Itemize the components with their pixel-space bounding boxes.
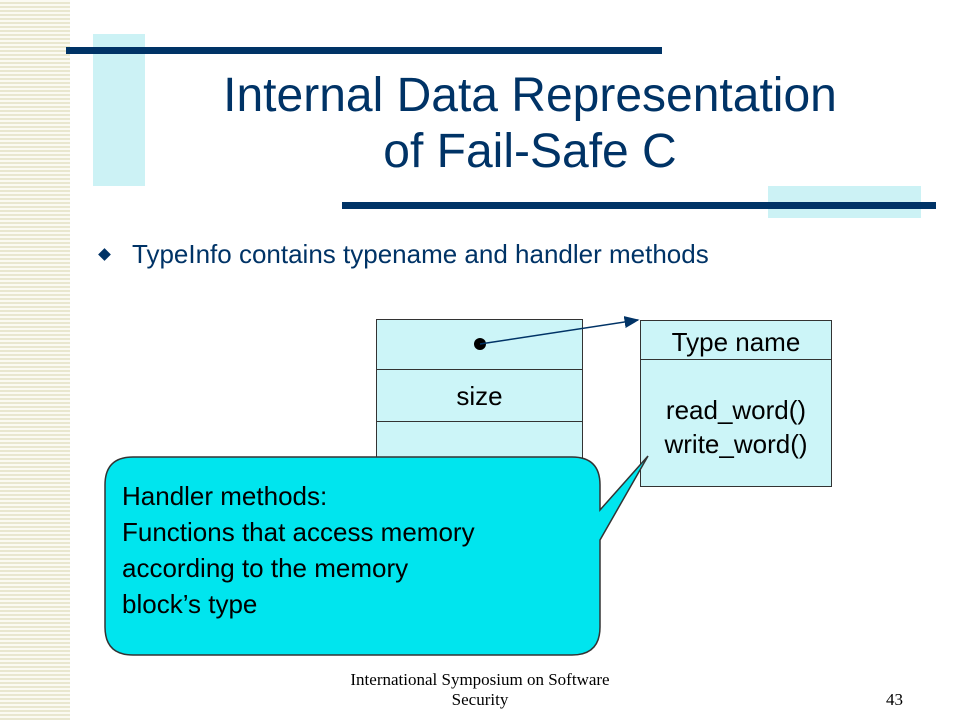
memory-block-divider-1 [377, 369, 582, 370]
callout-line-2: Functions that access memory [122, 517, 475, 547]
bullet-text: TypeInfo contains typename and handler m… [132, 239, 709, 269]
footer-line-1: International Symposium on Software [350, 670, 610, 689]
slide-title: Internal Data Representation of Fail-Saf… [120, 68, 940, 180]
title-accent-left [93, 34, 145, 186]
callout-line-3: according to the memory [122, 553, 409, 583]
decorative-side-strip [0, 0, 70, 720]
footer-text: International Symposium on Software Secu… [320, 670, 640, 710]
title-line-1: Internal Data Representation [223, 69, 837, 122]
title-rule-bottom [342, 202, 936, 209]
page-number: 43 [886, 690, 903, 709]
write-word-method: write_word() [664, 429, 808, 459]
title-rule-top [66, 47, 662, 54]
callout-text: Handler methods: Functions that access m… [122, 478, 592, 622]
typeinfo-divider [641, 359, 831, 360]
memory-block-divider-2 [377, 421, 582, 422]
callout-line-1: Handler methods: [122, 481, 328, 511]
typeinfo-box: Type name read_word() write_word() [640, 320, 832, 487]
callout-line-4: block’s type [122, 589, 258, 619]
type-name-label: Type name [671, 327, 801, 357]
read-word-method: read_word() [665, 395, 807, 425]
callout-bubble [104, 455, 649, 656]
size-field-label: size [456, 381, 503, 411]
title-line-2: of Fail-Safe C [383, 125, 677, 178]
footer-line-2: Security [451, 690, 509, 709]
pointer-arrow [479, 316, 640, 345]
